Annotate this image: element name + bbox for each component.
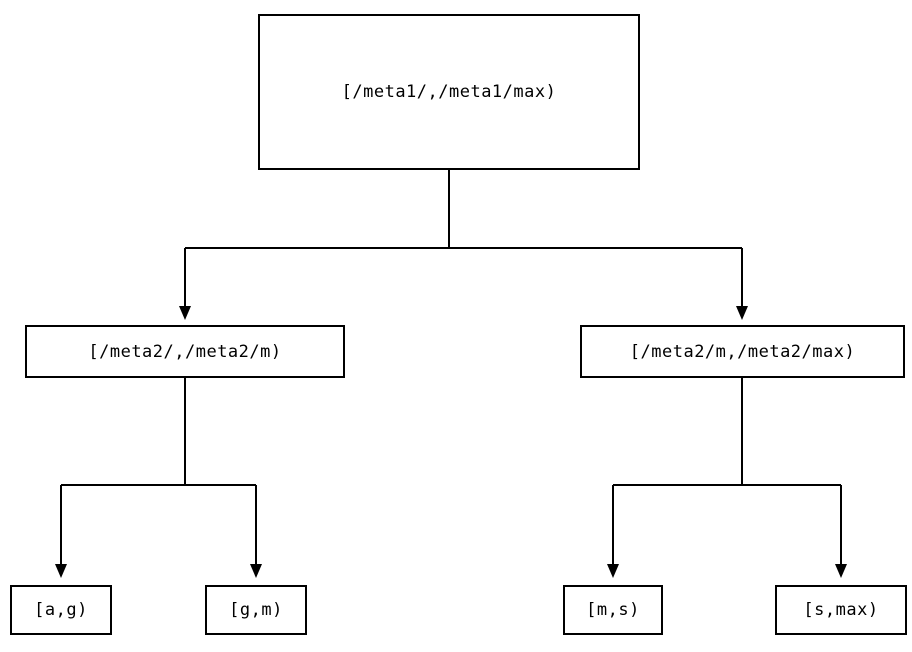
arrowhead-right-child [736,306,748,320]
tree-leaf-ag-label: [a,g) [34,600,88,620]
right-child-to-leaves-connector [612,378,842,565]
tree-leaf-ms-label: [m,s) [586,600,640,620]
left-child-to-leaves-connector [60,378,257,565]
tree-node-root-label: [/meta1/,/meta1/max) [341,82,557,102]
tree-leaf-ag: [a,g) [10,585,112,635]
root-to-children-connector [184,170,743,307]
tree-leaf-smax: [s,max) [775,585,907,635]
arrowhead-leaf-ms [607,564,619,578]
tree-leaf-ms: [m,s) [563,585,663,635]
tree-node-meta2-left-label: [/meta2/,/meta2/m) [88,341,282,362]
arrowhead-leaf-gm [250,564,262,578]
tree-leaf-smax-label: [s,max) [803,600,879,620]
arrowhead-leaf-smax [835,564,847,578]
arrowhead-leaf-ag [55,564,67,578]
tree-leaf-gm: [g,m) [205,585,307,635]
tree-node-meta2-right: [/meta2/m,/meta2/max) [580,325,905,378]
tree-leaf-gm-label: [g,m) [229,600,283,620]
arrowhead-left-child [179,306,191,320]
tree-node-root: [/meta1/,/meta1/max) [258,14,640,170]
tree-node-meta2-left: [/meta2/,/meta2/m) [25,325,345,378]
tree-node-meta2-right-label: [/meta2/m,/meta2/max) [629,341,856,362]
